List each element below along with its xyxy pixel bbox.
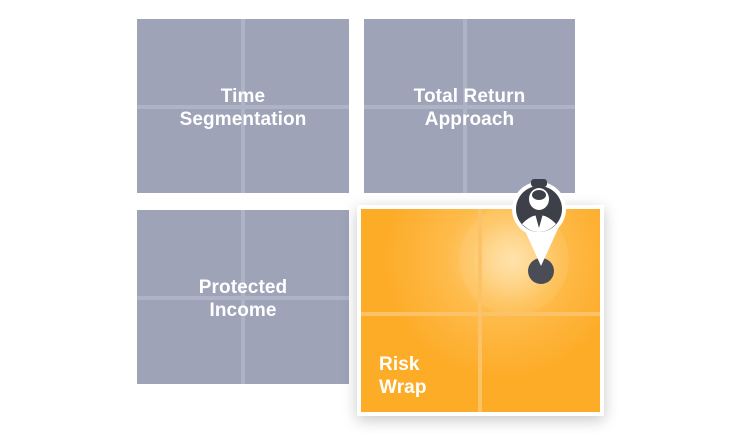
tile-label: Total Return Approach (413, 86, 526, 130)
tile-grid-line (364, 105, 575, 109)
tile-grid-line (478, 209, 482, 412)
person-hat (531, 179, 547, 187)
person-top-view-icon (512, 179, 566, 284)
tile-risk-wrap: Risk Wrap (357, 205, 604, 416)
tile-grid-line (361, 312, 600, 316)
tile-label: Protected Income (198, 277, 288, 321)
tile-label: Risk Wrap (379, 354, 427, 398)
tile-grid-line (137, 296, 349, 300)
tile-label: Time Segmentation (179, 86, 307, 130)
tile-grid-line (137, 105, 349, 109)
person-hair (532, 190, 546, 200)
tile-protected-income: Protected Income (137, 210, 349, 384)
tile-time-segmentation: Time Segmentation (137, 19, 349, 193)
tile-total-return-approach: Total Return Approach (364, 19, 575, 193)
person-shadow (528, 258, 554, 284)
person-tie (534, 210, 544, 228)
